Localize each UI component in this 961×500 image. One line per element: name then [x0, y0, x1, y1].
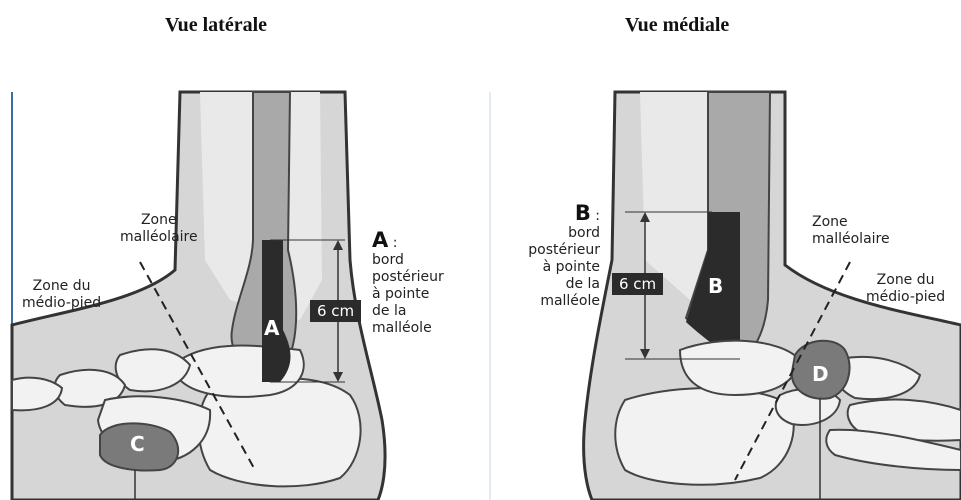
right-distance-badge: 6 cm — [612, 273, 663, 295]
right-region-b-letter: B — [708, 274, 723, 298]
right-calcaneus — [615, 388, 794, 485]
left-zone-medio-pied-label: Zone du médio-pied — [22, 278, 101, 312]
right-caption-b: B : bord postérieur à pointe de la mallé… — [510, 205, 600, 310]
left-caption-letter: A — [372, 228, 388, 252]
left-zone-malleolaire-label: Zone malléolaire — [120, 212, 198, 246]
right-caption-letter: B — [575, 201, 591, 225]
left-distance-badge: 6 cm — [310, 300, 361, 322]
right-zone-malleolaire-label: Zone malléolaire — [812, 214, 890, 248]
right-region-d-letter: D — [812, 362, 829, 386]
left-region-c-letter: C — [130, 432, 145, 456]
left-caption-a: A : bord postérieur à pointe de la mallé… — [372, 232, 444, 337]
right-zone-medio-pied-label: Zone du médio-pied — [866, 272, 945, 306]
left-region-a-letter: A — [264, 316, 279, 340]
